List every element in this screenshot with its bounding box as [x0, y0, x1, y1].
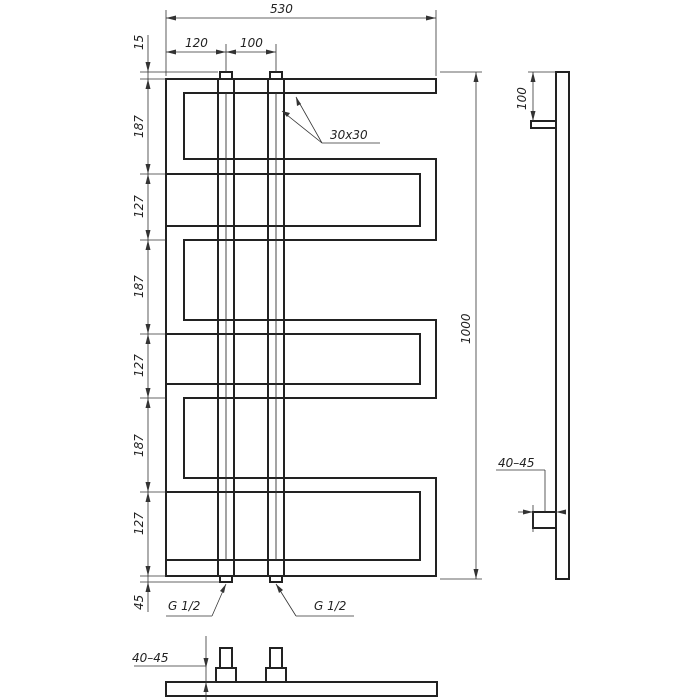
- bottom-view-body: [165, 681, 438, 697]
- dim-127-a-label: 127: [132, 195, 146, 218]
- dim-overall-width: 530: [165, 2, 437, 76]
- side-top-bracket: [530, 120, 557, 129]
- side-gap-label: 40–45: [498, 456, 535, 470]
- collector-pipes: [217, 78, 285, 577]
- dim-1000-label: 1000: [459, 313, 473, 344]
- dim-left-chain: 15 187 127 187 127 187 127 45: [132, 35, 220, 612]
- dim-pipe-offsets: 120 100: [166, 36, 277, 72]
- dim-187-a-label: 187: [132, 115, 146, 138]
- bottom-view: 40–45: [132, 636, 438, 700]
- side-bottom-bracket: [532, 511, 557, 529]
- dim-127-b-label: 127: [132, 354, 146, 377]
- connection-right-label: G 1/2: [314, 599, 346, 613]
- rail-loop-upper: [165, 108, 421, 254]
- connection-stub-left: [219, 575, 233, 583]
- dim-45-label: 45: [132, 595, 146, 610]
- top-stub-left: [219, 71, 233, 80]
- side-view-body: [555, 71, 570, 580]
- dim-overall-height: 1000: [440, 71, 482, 580]
- side-dim-100-label: 100: [515, 87, 529, 110]
- rail-loop-lower: [165, 412, 421, 576]
- dim-530-label: 530: [270, 2, 293, 16]
- callout-pipe-section: 30x30: [281, 96, 380, 144]
- rail-outer-outline: [165, 78, 437, 577]
- rail-loop-middle: [165, 254, 421, 412]
- dim-100-label: 100: [240, 36, 263, 50]
- callout-connections: G 1/2 G 1/2: [166, 583, 354, 617]
- front-view: [165, 71, 437, 583]
- top-stub-right: [269, 71, 283, 80]
- pipe-section-label: 30x30: [330, 128, 368, 142]
- dim-127-c-label: 127: [132, 512, 146, 535]
- dim-15-label: 15: [132, 35, 146, 50]
- connection-stub-right: [269, 575, 283, 583]
- dim-187-b-label: 187: [132, 275, 146, 298]
- connection-left-label: G 1/2: [168, 599, 200, 613]
- bottom-mount-right: [265, 667, 287, 683]
- bottom-mount-left: [215, 667, 237, 683]
- bottom-stub-right: [269, 647, 283, 669]
- dim-187-c-label: 187: [132, 434, 146, 457]
- dim-120-label: 120: [185, 36, 208, 50]
- bottom-stub-left: [219, 647, 233, 669]
- bottom-gap-label: 40–45: [132, 651, 169, 665]
- side-view: 100 40–45: [496, 71, 570, 580]
